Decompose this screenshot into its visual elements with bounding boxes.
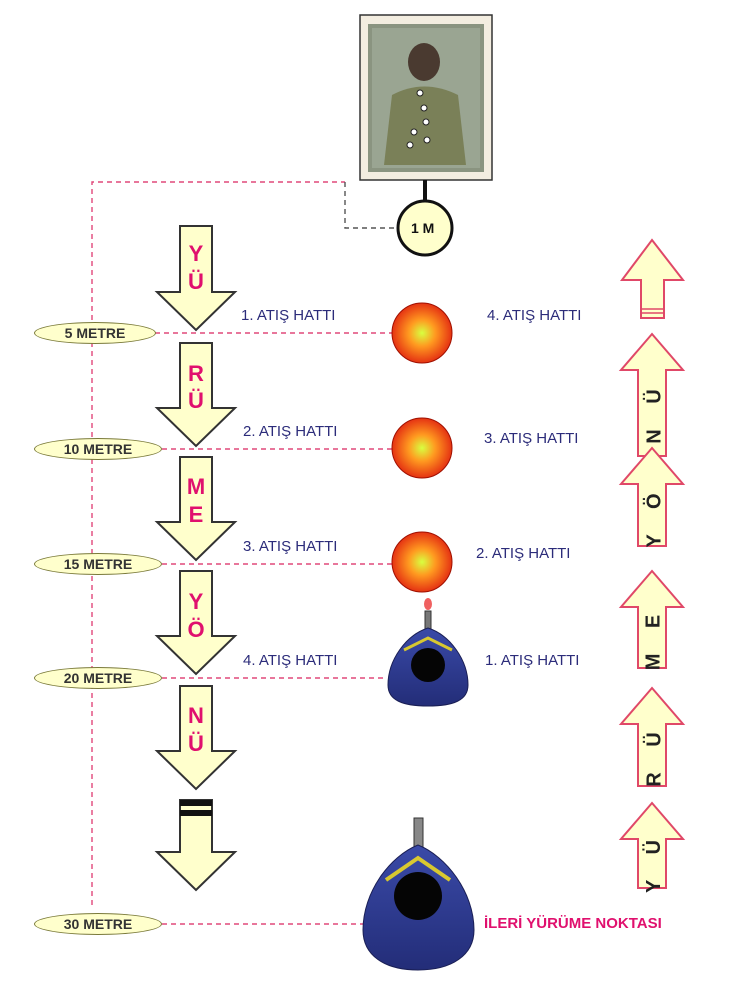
advance-point-label: İLERİ YÜRÜME NOKTASI xyxy=(484,915,662,932)
left-line-label-2: 2. ATIŞ HATTI xyxy=(243,423,337,440)
right-line-label-1: 4. ATIŞ HATTI xyxy=(487,307,581,324)
down-letter-10: Ü xyxy=(176,731,216,757)
distance-label-30: 30 METRE xyxy=(34,913,162,935)
one-meter-label: 1 M xyxy=(411,220,434,236)
down-letter-8: Ö xyxy=(176,617,216,643)
left-line-label-1: 1. ATIŞ HATTI xyxy=(241,307,335,324)
up-letter-3: M E xyxy=(642,605,665,671)
right-line-label-2: 3. ATIŞ HATTI xyxy=(484,430,578,447)
up-letter-2: Y Ö xyxy=(644,483,667,547)
hit-marker-1 xyxy=(392,303,452,363)
down-letter-3: R xyxy=(176,361,216,387)
down-letter-1: Y xyxy=(176,241,216,267)
down-letter-4: Ü xyxy=(176,388,216,414)
hit-marker-3 xyxy=(392,532,452,592)
stripe-bottom xyxy=(180,810,212,816)
up-letter-1: N Ü xyxy=(644,379,667,443)
shooter-small xyxy=(388,598,468,706)
distance-label-20: 20 METRE xyxy=(34,667,162,689)
stripe-top xyxy=(180,800,212,806)
up-letter-5: Y Ü xyxy=(643,830,666,893)
hit-marker-2 xyxy=(392,418,452,478)
distance-label-5: 5 METRE xyxy=(34,322,156,344)
right-line-label-4: 1. ATIŞ HATTI xyxy=(485,652,579,669)
down-arrows xyxy=(157,226,235,890)
down-letter-5: M xyxy=(176,474,216,500)
target-photo xyxy=(360,15,492,180)
right-line-label-3: 2. ATIŞ HATTI xyxy=(476,545,570,562)
left-line-label-3: 3. ATIŞ HATTI xyxy=(243,538,337,555)
down-letter-2: Ü xyxy=(176,269,216,295)
distance-label-15: 15 METRE xyxy=(34,553,162,575)
up-letter-4: R Ü xyxy=(644,722,667,786)
down-letter-6: E xyxy=(176,502,216,528)
up-arrow-1 xyxy=(622,240,683,318)
down-letter-7: Y xyxy=(176,589,216,615)
distance-label-10: 10 METRE xyxy=(34,438,162,460)
left-line-label-4: 4. ATIŞ HATTI xyxy=(243,652,337,669)
up-arrows xyxy=(621,240,683,888)
down-letter-9: N xyxy=(176,703,216,729)
shooter-large xyxy=(363,818,474,970)
